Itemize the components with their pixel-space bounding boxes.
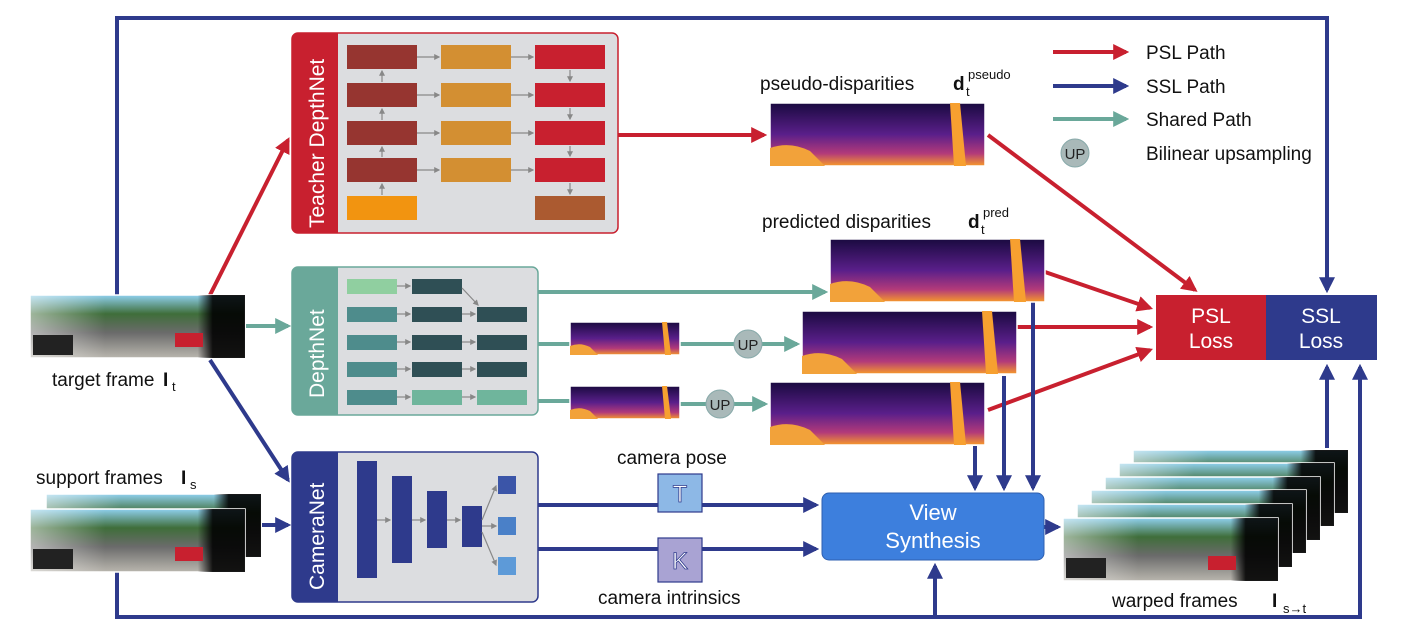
warped-symbol: I <box>1272 591 1277 612</box>
outputs-pseudo-sup: pseudo <box>968 67 1011 82</box>
camera-intrinsics-symbol: K <box>672 548 688 575</box>
cameranet: CameraNet <box>291 451 539 603</box>
predicted-disparities: predicted disparities d t pred <box>762 205 1046 303</box>
loss-psl1: PSL <box>1191 305 1231 328</box>
outputs-pred-symbol: d <box>968 212 980 233</box>
depthnet-layers <box>347 279 527 405</box>
cameranet-label: CameraNet <box>306 482 329 590</box>
inputs-target-symbol: I <box>163 370 168 391</box>
inputs-support-sub: s <box>190 477 197 492</box>
cameranet-layers <box>357 461 516 578</box>
inputs-support-label: support frames <box>36 468 163 489</box>
upsample-badge-2: UP <box>705 389 735 419</box>
loss-ssl2: Loss <box>1299 330 1343 353</box>
legend-up: Bilinear upsampling <box>1146 144 1312 165</box>
target-frame: target frame I t <box>29 294 246 394</box>
loss-ssl1: SSL <box>1301 305 1341 328</box>
camera-intrinsics-label: camera intrinsics <box>598 588 741 609</box>
path-arrows <box>208 127 1198 557</box>
camera-pose: camera pose T <box>617 448 727 513</box>
warped-frames: warped frames I s→t <box>1062 449 1349 616</box>
view-synthesis-block: View Synthesis <box>821 492 1045 561</box>
view-synthesis-line2: Synthesis <box>885 528 980 553</box>
camera-pose-label: camera pose <box>617 448 727 469</box>
outputs-pred-label: predicted disparities <box>762 212 931 233</box>
loss-block: PSL Loss SSL Loss <box>1156 295 1377 360</box>
depthnet-label: DepthNet <box>306 309 329 398</box>
teacher-depthnet: Teacher DepthNet <box>291 32 619 234</box>
inputs-support-symbol: I <box>181 468 186 489</box>
legend-shared: Shared Path <box>1146 110 1252 131</box>
loss-psl2: Loss <box>1189 330 1233 353</box>
warped-label: warped frames <box>1111 591 1238 612</box>
warped-sub: s→t <box>1283 601 1307 616</box>
inputs-target-label: target frame <box>52 370 154 391</box>
camera-pose-symbol: T <box>673 481 688 508</box>
pseudo-disparities: pseudo-disparities d t pseudo <box>760 67 1011 167</box>
camera-intrinsics: K camera intrinsics <box>598 537 741 609</box>
support-frames: support frames I s <box>29 468 262 573</box>
legend: PSL Path SSL Path Shared Path UP Bilinea… <box>1053 43 1312 168</box>
outputs-pred-sub: t <box>981 222 985 237</box>
upsample-badge-1: UP <box>733 329 763 359</box>
outputs-pseudo-label: pseudo-disparities <box>760 74 914 95</box>
outputs-up: UP <box>738 337 759 354</box>
inputs-target-sub: t <box>172 379 176 394</box>
outputs-pred-sup: pred <box>983 205 1009 220</box>
legend-up-badge: UP <box>1065 146 1086 163</box>
teacher-layers <box>347 45 605 220</box>
view-synthesis-line1: View <box>909 500 956 525</box>
outputs-pseudo-symbol: d <box>953 74 965 95</box>
legend-psl: PSL Path <box>1146 43 1226 64</box>
multiscale-disparities: UP UP <box>569 310 1018 446</box>
teacher-depthnet-label: Teacher DepthNet <box>306 59 329 228</box>
outputs-pseudo-sub: t <box>966 84 970 99</box>
depthnet: DepthNet <box>291 266 539 416</box>
ssl-loop <box>115 16 1368 619</box>
legend-ssl: SSL Path <box>1146 77 1226 98</box>
outputs-up: UP <box>710 397 731 414</box>
